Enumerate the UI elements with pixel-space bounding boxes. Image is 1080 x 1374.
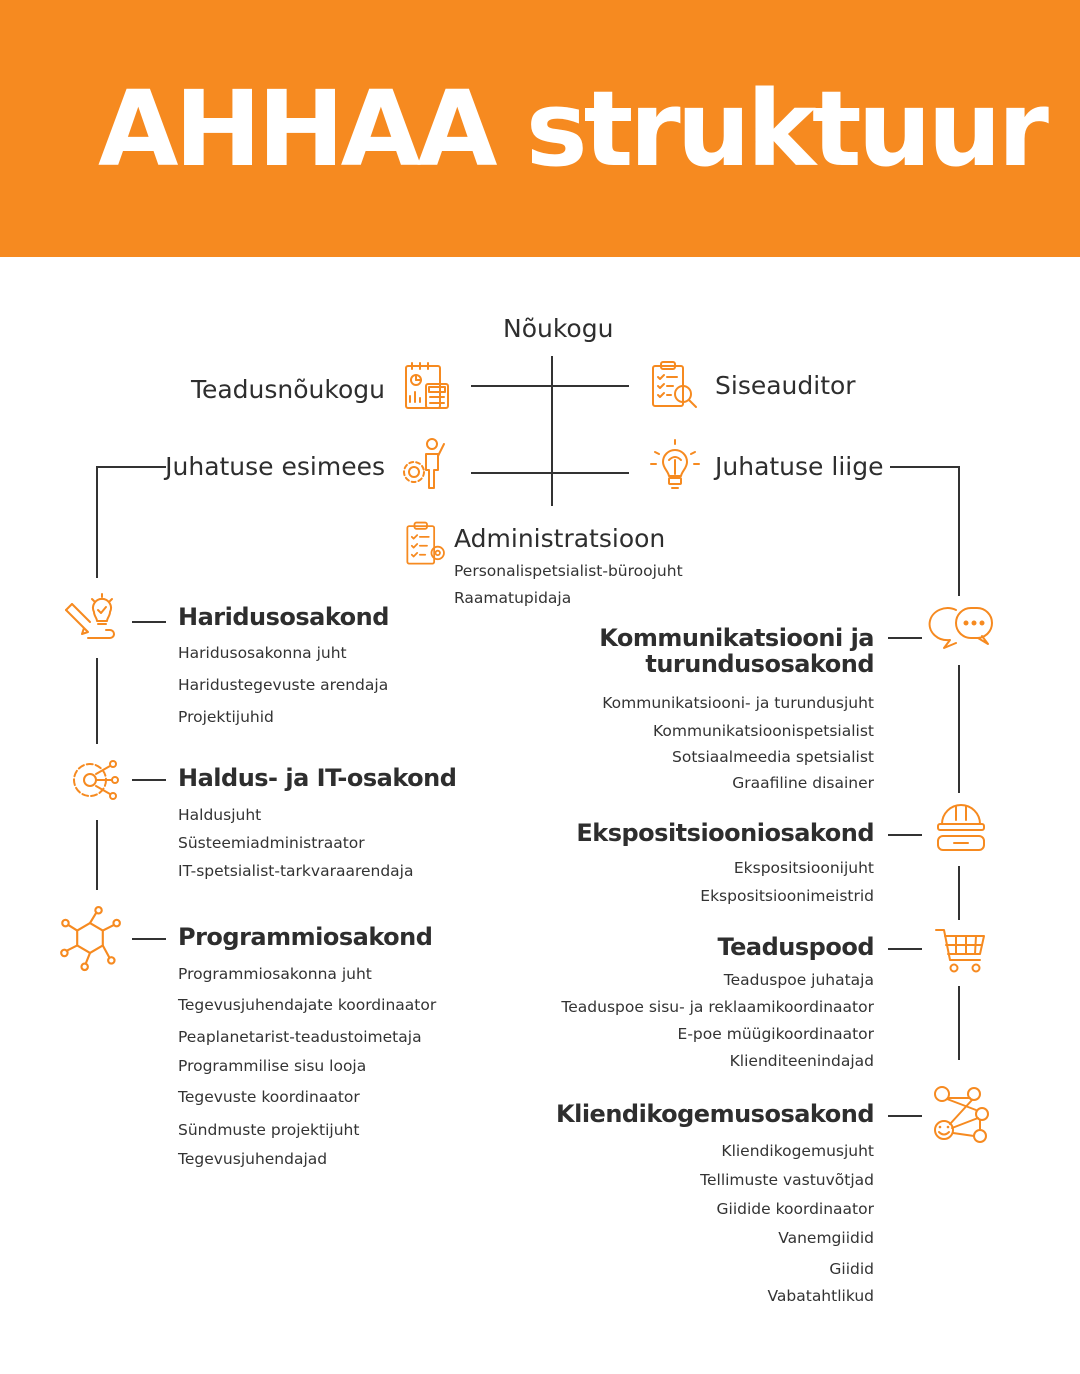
dept-role: Sündmuste projektijuht [178,1121,360,1139]
dept-role: Vanemgiidid [778,1229,874,1247]
dept-title-kommunikatsioon-line1: Kommunikatsiooni ja [599,624,874,652]
person-gear-icon [400,438,456,494]
dept-role: E-poe müügikoordinaator [677,1025,874,1043]
clipboard-gear-icon [402,518,452,570]
connector-right-tick-4 [888,1115,922,1117]
dept-role: Tegevusjuhendajate koordinaator [178,996,437,1014]
header-banner: AHHAA struktuur [0,0,1080,257]
connector-mid-horizontal [471,472,629,474]
connector-right-tick-2 [888,834,922,836]
dept-role: IT-spetsialist-tarkvaraarendaja [178,862,414,880]
dept-role: Sotsiaalmeedia spetsialist [672,748,874,766]
dept-role: Tegevuste koordinaator [178,1088,360,1106]
dept-role: Giidid [829,1260,874,1278]
dept-role: Programmiosakonna juht [178,965,372,983]
dept-role: Kliendikogemusjuht [721,1142,874,1160]
dept-role: Haridustegevuste arendaja [178,676,389,694]
dept-role: Programmilise sisu looja [178,1057,367,1075]
dept-role: Kommunikatsioonispetsialist [653,722,874,740]
node-noukogu: Nõukogu [503,314,614,343]
dept-role: Süsteemiadministraator [178,834,365,852]
connector-vertical-center [551,356,553,506]
lightbulb-pencil-icon [62,590,118,646]
dept-role: Ekspositsioonimeistrid [700,887,874,905]
connector-right-tick-1 [888,637,922,639]
hardhat-goggles-icon [934,798,988,854]
dept-role: Vabatahtlikud [767,1287,875,1305]
node-teadusnoukogu: Teadusnõukogu [190,375,385,404]
node-juhatuse-esimees: Juhatuse esimees [165,452,385,481]
connector-left-tick-1 [132,621,166,623]
admin-role: Raamatupidaja [454,589,572,607]
connector-left-vertical-1 [96,466,98,578]
circuit-gear-icon [68,752,124,808]
chat-bubbles-icon [928,600,996,656]
shopping-cart-icon [932,924,988,976]
dept-title-teaduspood: Teaduspood [717,933,874,961]
connector-right-vertical-4 [958,986,960,1060]
node-siseauditor: Siseauditor [715,371,856,400]
dept-role: Tegevusjuhendajad [178,1150,328,1168]
network-smileys-icon [930,1084,990,1146]
connector-right-vertical-3 [958,866,960,920]
dept-title-haldus-it: Haldus- ja IT-osakond [178,764,457,792]
connector-left-vertical-3 [96,820,98,890]
node-juhatuse-liige: Juhatuse liige [715,452,884,481]
calculator-chart-icon [400,358,456,414]
dept-role: Projektijuhid [178,708,274,726]
page-title: AHHAA struktuur [98,68,1049,190]
connector-top-horizontal [471,385,629,387]
connector-left-top [96,466,166,468]
dept-title-ekspositsiooniosakond: Ekspositsiooniosakond [576,819,874,847]
dept-title-haridusosakond: Haridusosakond [178,603,389,631]
connector-right-vertical-1 [958,466,960,596]
connector-right-vertical-2 [958,665,960,793]
dept-role: Teaduspoe juhataja [723,971,874,989]
dept-role: Kommunikatsiooni- ja turundusjuht [602,694,874,712]
admin-title: Administratsioon [454,524,666,553]
dept-title-kliendikogemusosakond: Kliendikogemusosakond [556,1100,875,1128]
clipboard-search-icon [647,358,703,414]
connector-right-tick-3 [888,948,922,950]
admin-role: Personalispetsialist-büroojuht [454,562,683,580]
dept-role: Giidide koordinaator [716,1200,874,1218]
dept-role: Peaplanetarist-teadustoimetaja [178,1028,422,1046]
molecule-icon [60,906,121,972]
connector-left-tick-2 [132,779,166,781]
connector-right-top [890,466,960,468]
dept-role: Haridusosakonna juht [178,644,347,662]
dept-role: Tellimuste vastuvõtjad [700,1171,874,1189]
dept-role: Graafiline disainer [732,774,874,792]
dept-role: Ekspositsioonijuht [733,859,874,877]
dept-role: Klienditeenindajad [729,1052,874,1070]
connector-left-vertical-2 [96,658,98,744]
dept-role: Teaduspoe sisu- ja reklaamikoordinaator [561,998,874,1016]
dept-role: Haldusjuht [178,806,262,824]
dept-title-programmiosakond: Programmiosakond [178,923,433,951]
connector-left-tick-3 [132,938,166,940]
dept-title-kommunikatsioon-line2: turundusosakond [645,650,874,678]
brain-lightbulb-icon [647,438,703,494]
